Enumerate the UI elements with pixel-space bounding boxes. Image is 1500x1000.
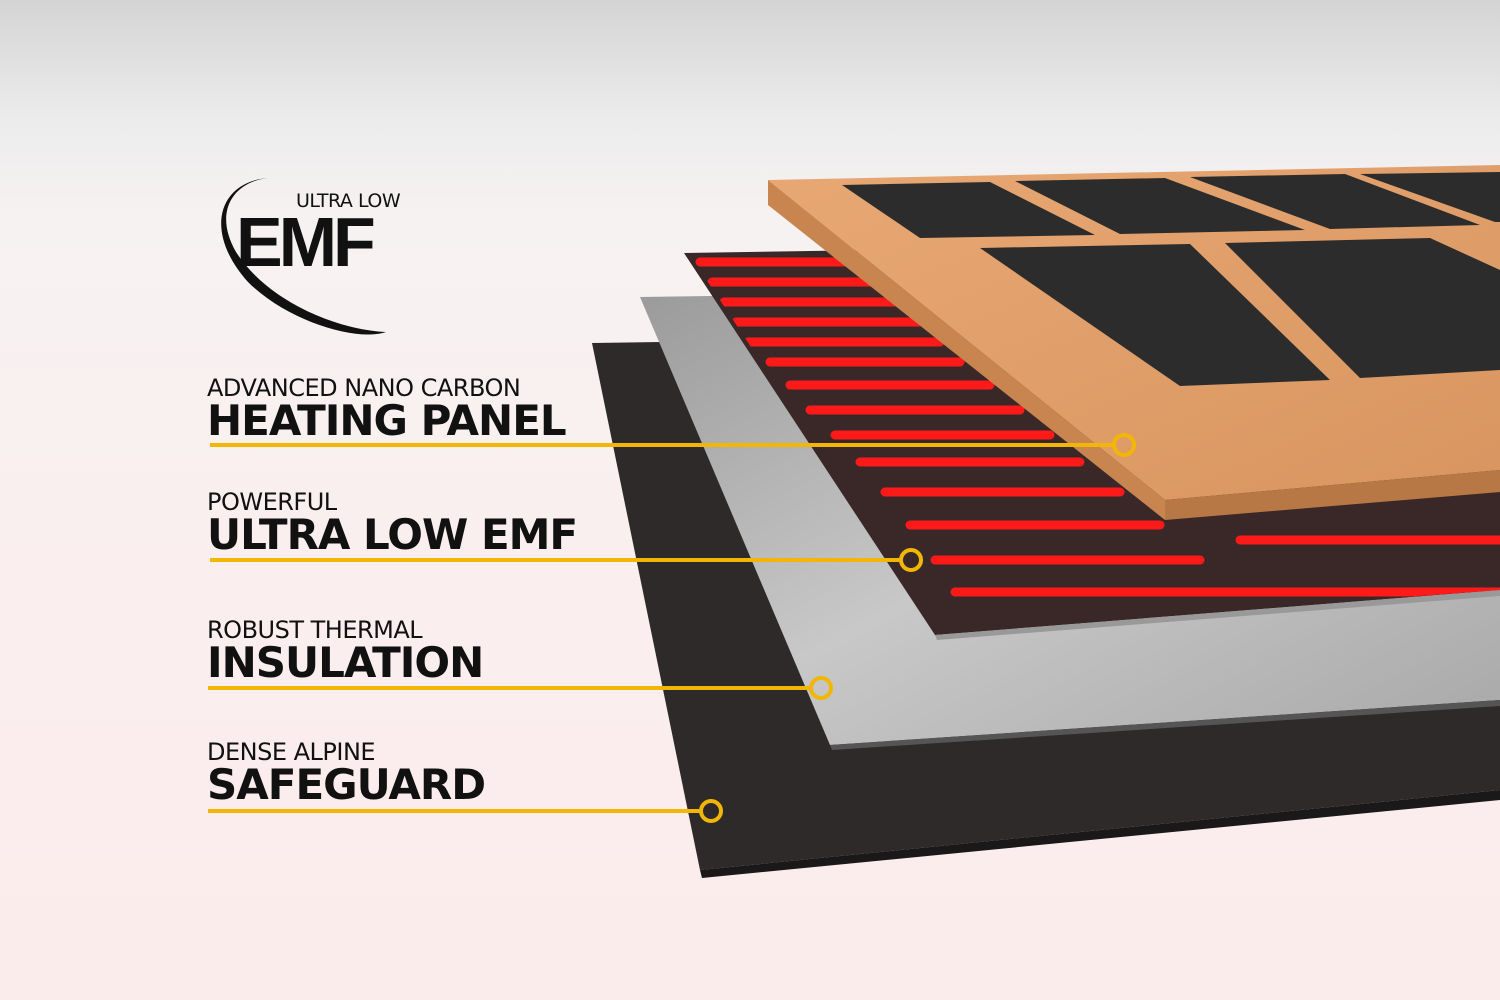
callout-lines (208, 433, 1136, 823)
heating-panel-marker (1112, 433, 1136, 457)
ultra-low-emf-marker (899, 548, 923, 572)
ultra-low-emf-logo: ULTRA LOW EMF (208, 172, 428, 338)
safeguard-marker (699, 799, 723, 823)
callout-insulation: ROBUST THERMAL INSULATION (207, 616, 484, 687)
callout-safeguard: DENSE ALPINE SAFEGUARD (207, 738, 486, 809)
callout-ultra-low-emf: POWERFUL ULTRA LOW EMF (207, 488, 578, 559)
panel-windows (842, 172, 1500, 386)
insulation-marker (809, 676, 833, 700)
heating-coils (695, 257, 1500, 597)
callout-heating-panel: ADVANCED NANO CARBON HEATING PANEL (207, 374, 567, 445)
